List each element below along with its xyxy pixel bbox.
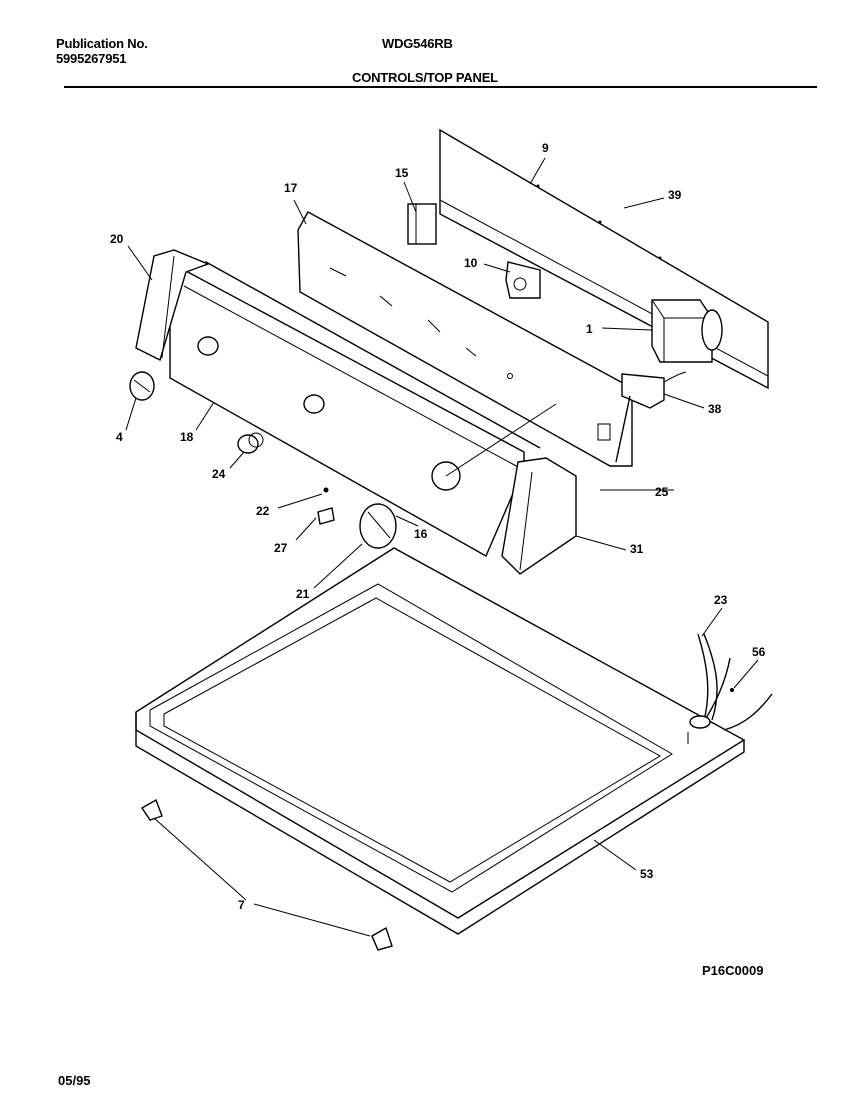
knob-part-21 xyxy=(359,503,397,549)
wire-harness-23 xyxy=(689,633,731,729)
callout-16: 16 xyxy=(414,527,428,541)
publication-label: Publication No. xyxy=(56,36,148,51)
end-cap-left-20 xyxy=(135,249,210,361)
callout-7: 7 xyxy=(238,898,245,912)
clip-part-27 xyxy=(317,507,335,525)
callout-9: 9 xyxy=(542,141,549,155)
button-part-24 xyxy=(237,432,264,454)
top-panel-53 xyxy=(135,547,746,935)
section-title: CONTROLS/TOP PANEL xyxy=(352,70,498,85)
callout-1: 1 xyxy=(586,322,593,336)
callout-27: 27 xyxy=(274,541,288,555)
callout-15: 15 xyxy=(395,166,409,180)
cord-part-56 xyxy=(723,688,773,731)
switch-part-15 xyxy=(407,203,437,245)
callout-10: 10 xyxy=(464,256,478,270)
bracket-part-38 xyxy=(615,371,687,463)
callout-4: 4 xyxy=(116,430,123,444)
callout-39: 39 xyxy=(668,188,682,202)
callout-18: 18 xyxy=(180,430,194,444)
callout-22: 22 xyxy=(256,504,270,518)
callout-23: 23 xyxy=(714,593,728,607)
date-code: 05/95 xyxy=(58,1073,91,1088)
callout-38: 38 xyxy=(708,402,722,416)
timer-part-1 xyxy=(651,299,723,363)
switch-part-10 xyxy=(505,261,541,299)
callout-56: 56 xyxy=(752,645,766,659)
publication-number: 5995267951 xyxy=(56,51,127,66)
callout-21: 21 xyxy=(296,587,310,601)
foot-part-7-left xyxy=(141,798,163,821)
callout-31: 31 xyxy=(630,542,644,556)
callout-17: 17 xyxy=(284,181,298,195)
callout-25: 25 xyxy=(655,485,669,499)
drawing-code: P16C0009 xyxy=(702,963,764,978)
knob-part-4 xyxy=(129,371,155,401)
header-rule xyxy=(64,86,817,88)
model-number: WDG546RB xyxy=(382,36,453,51)
callout-24: 24 xyxy=(212,467,226,481)
leader-lines xyxy=(125,157,759,937)
screw-part-22 xyxy=(323,487,329,493)
callout-20: 20 xyxy=(110,232,124,246)
foot-part-7-right xyxy=(371,926,393,951)
callout-53: 53 xyxy=(640,867,654,881)
